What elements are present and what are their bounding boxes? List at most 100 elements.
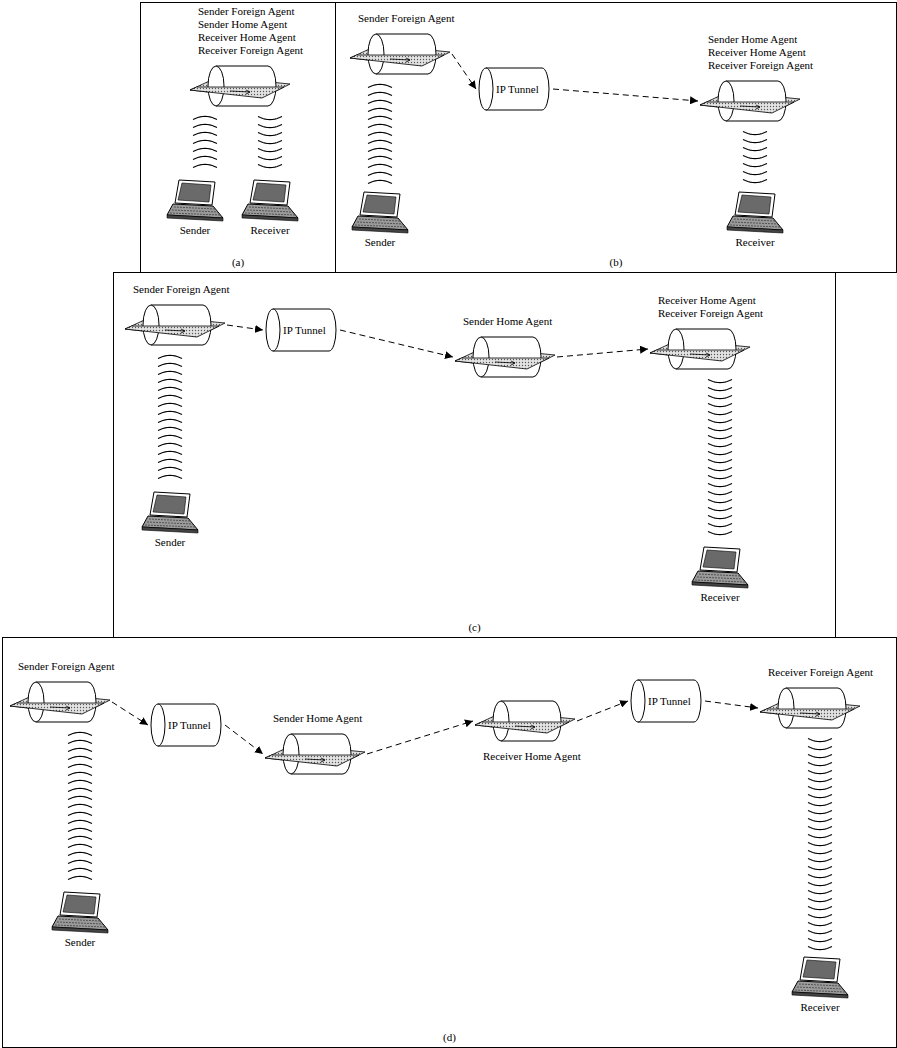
laptop-lid <box>250 180 290 205</box>
tunnel-node: IP Tunnel <box>478 64 551 114</box>
panel-caption: (a) <box>141 256 335 269</box>
router-plane <box>265 755 359 766</box>
tunnel-label: IP Tunnel <box>283 324 326 337</box>
tunnel-link <box>577 701 628 721</box>
router-arrow <box>50 706 70 710</box>
router-icon <box>650 323 750 375</box>
device-label: Receiver <box>725 236 785 249</box>
tunnel-end <box>266 309 280 351</box>
laptop-screen <box>738 195 771 214</box>
router-node: Sender Home AgentReceiver Home AgentRece… <box>700 33 813 127</box>
laptop-icon <box>140 490 200 536</box>
router-node: Sender Foreign Agent <box>350 12 455 80</box>
laptop-icon <box>790 955 850 1001</box>
router-end <box>718 81 734 121</box>
laptop-icon <box>350 190 410 236</box>
laptop-keys <box>795 984 845 992</box>
tunnel-end <box>479 68 493 110</box>
wireless-link <box>193 116 217 167</box>
router-plane <box>10 703 104 714</box>
tunnel-link <box>227 325 263 330</box>
router-node: Sender Home Agent <box>265 712 365 780</box>
agent-label: Receiver Home Agent <box>650 294 763 307</box>
agent-label: Receiver Foreign Agent <box>700 59 813 72</box>
router-plane <box>125 326 219 337</box>
panel-caption: (c) <box>114 621 835 634</box>
router-body <box>376 34 436 74</box>
tunnel-node: IP Tunnel <box>265 305 338 355</box>
router-end <box>668 329 684 369</box>
laptop-front <box>692 582 748 588</box>
device-label: Sender <box>350 236 410 249</box>
device-label: Receiver <box>790 1001 850 1014</box>
laptop-keys <box>695 574 745 582</box>
router-node: Receiver Foreign Agent <box>760 666 873 734</box>
laptop-front <box>792 992 848 998</box>
router-node: Sender Home Agent <box>455 315 555 383</box>
panel-frame: (c) Sender Foreign Agent IP Tunnel Sender H… <box>113 272 836 638</box>
router-end <box>473 337 489 377</box>
laptop-keys <box>355 219 405 227</box>
tunnel-node: IP Tunnel <box>630 676 703 726</box>
laptop-screen <box>63 895 96 914</box>
router-body <box>786 688 846 728</box>
router-arrow <box>800 712 820 716</box>
router-end <box>143 305 159 345</box>
agent-label: Receiver Foreign Agent <box>650 307 763 320</box>
router-end <box>283 734 299 774</box>
router-end <box>778 688 794 728</box>
router-arrow <box>390 58 410 62</box>
router-body <box>726 81 786 121</box>
laptop-front <box>52 927 108 933</box>
agent-label: Receiver Foreign Agent <box>760 666 873 679</box>
tunnel-end <box>631 680 645 722</box>
router-body <box>501 701 561 741</box>
router-body <box>36 682 96 722</box>
tunnel-link <box>705 701 758 708</box>
router-end <box>493 701 509 741</box>
agent-label: Receiver Home Agent <box>475 750 581 763</box>
router-plane <box>760 709 854 720</box>
agent-label: Receiver Home Agent <box>700 46 813 59</box>
laptop-keys <box>145 519 195 527</box>
tunnel-link <box>553 89 698 101</box>
tunnel-label: IP Tunnel <box>496 83 539 96</box>
router-icon <box>455 331 555 383</box>
tunnel-link <box>557 349 648 357</box>
laptop-node: Sender <box>165 178 225 237</box>
tunnel-body <box>158 704 221 746</box>
device-label: Sender <box>140 536 200 549</box>
agent-label: Sender Home Agent <box>190 18 303 31</box>
panel-frame: (b) Sender Foreign Agent IP Tunnel Sender H… <box>335 2 897 273</box>
tunnel-body <box>273 309 336 351</box>
laptop-screen <box>153 495 186 514</box>
laptop-node: Sender <box>140 490 200 549</box>
wireless-link <box>258 116 282 167</box>
laptop-node: Receiver <box>790 955 850 1014</box>
router-plane <box>650 350 744 361</box>
tunnel-link <box>112 702 148 725</box>
wireless-link <box>68 732 92 879</box>
laptop-front <box>242 215 298 221</box>
tunnel-body <box>638 680 701 722</box>
device-label: Sender <box>50 936 110 949</box>
panel-caption: (b) <box>336 256 896 269</box>
router-body <box>291 734 351 774</box>
router-arrow <box>690 353 710 357</box>
panel-caption: (d) <box>3 1031 896 1044</box>
laptop-icon <box>165 178 225 224</box>
laptop-front <box>167 215 223 221</box>
agent-label: Sender Foreign Agent <box>190 5 303 18</box>
device-label: Sender <box>165 224 225 237</box>
laptop-keys <box>55 919 105 927</box>
router-arrow <box>165 329 185 333</box>
router-node: Receiver Home AgentReceiver Foreign Agen… <box>650 294 763 375</box>
wireless-link <box>158 355 182 478</box>
laptop-screen <box>703 550 736 569</box>
router-icon <box>760 682 860 734</box>
agent-label: Sender Foreign Agent <box>125 283 230 296</box>
laptop-lid <box>800 957 840 982</box>
device-label: Receiver <box>240 224 300 237</box>
tunnel-link <box>367 721 473 754</box>
